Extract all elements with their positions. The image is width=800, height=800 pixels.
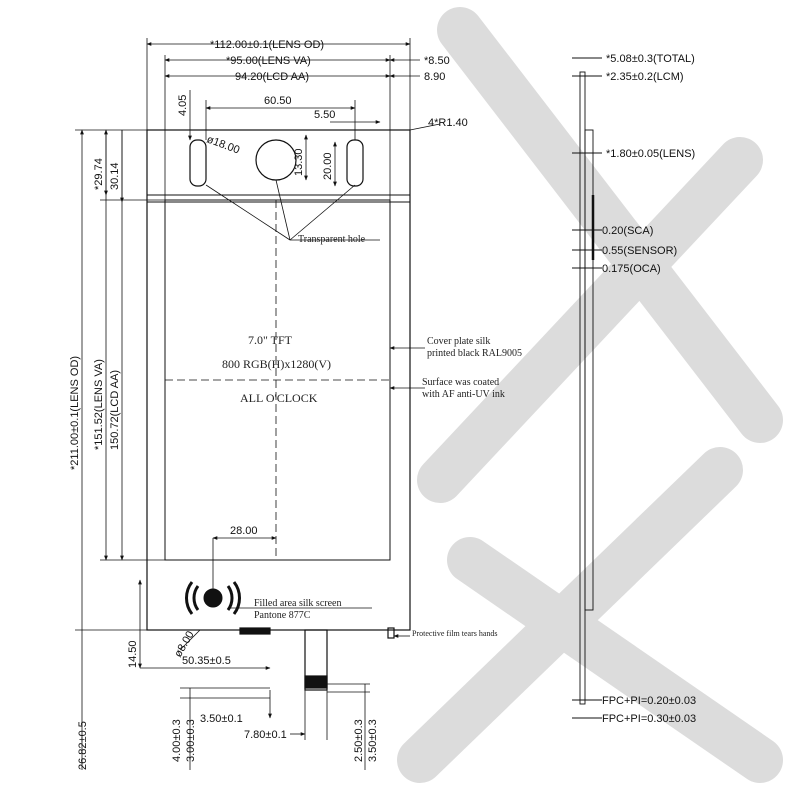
lens-outline bbox=[146, 129, 411, 631]
dim-250: 2.50±0.3 bbox=[353, 719, 365, 762]
fpc-tail bbox=[304, 629, 328, 691]
dim-lcd-aa: 94.20(LCD AA) bbox=[235, 71, 309, 83]
dim-lcd-aa-vertical: 150.72(LCD AA) bbox=[109, 370, 121, 450]
dim-350b: 3.50±0.3 bbox=[367, 719, 379, 762]
dim-405: 4.05 bbox=[177, 95, 189, 116]
front-view bbox=[146, 129, 411, 691]
note-leaders bbox=[230, 346, 425, 638]
dim-2800: 28.00 bbox=[230, 525, 258, 537]
side-lcm-thickness: *2.35±0.2(LCM) bbox=[606, 71, 684, 83]
fpc-connector bbox=[239, 627, 271, 635]
note-cover-line-1: Cover plate silk bbox=[427, 336, 490, 347]
side-sca: 0.20(SCA) bbox=[602, 225, 653, 237]
note-filled-line-2: Pantone 877C bbox=[254, 610, 311, 621]
note-protective-film: Protective film tears hands bbox=[412, 629, 498, 638]
watermark bbox=[397, 7, 783, 783]
dim-2682: 26.82±0.5 bbox=[77, 721, 89, 770]
dim-dia18: ø18.00 bbox=[205, 134, 241, 157]
dim-radius: 4*R1.40 bbox=[428, 117, 468, 129]
dim-850: *8.50 bbox=[424, 55, 450, 67]
note-transparent-hole: Transparent hole bbox=[298, 234, 366, 245]
viewing-direction: ALL O'CLOCK bbox=[240, 391, 318, 405]
dim-5035: 50.35±0.5 bbox=[182, 655, 231, 667]
dim-6050: 60.50 bbox=[264, 95, 292, 107]
panel-resolution: 800 RGB(H)x1280(V) bbox=[222, 357, 331, 371]
side-oca: 0.175(OCA) bbox=[602, 263, 661, 275]
dim-550: 5.50 bbox=[314, 109, 335, 121]
dim-1450: 14.50 bbox=[127, 640, 139, 668]
slot-left bbox=[189, 139, 207, 187]
side-lcm bbox=[584, 129, 594, 611]
side-sensor: 0.55(SENSOR) bbox=[602, 245, 677, 257]
side-view bbox=[572, 57, 602, 719]
dim-1330: 13.30 bbox=[293, 148, 305, 176]
note-surface-line-1: Surface was coated bbox=[422, 377, 499, 388]
panel-size: 7.0" TFT bbox=[248, 333, 293, 347]
protective-film-tab bbox=[387, 627, 395, 639]
dim-890: 8.90 bbox=[424, 71, 445, 83]
dim-lens-od: *112.00±0.1(LENS OD) bbox=[210, 39, 324, 51]
dim-lens-va-vertical: *151.52(LENS VA) bbox=[93, 359, 105, 450]
dim-400: 4.00±0.3 bbox=[171, 719, 183, 762]
dim-lens-od-vertical: *211.00±0.1(LENS OD) bbox=[69, 356, 81, 470]
dim-300: 3.00±0.3 bbox=[185, 719, 197, 762]
side-fpc-1: FPC+PI=0.20±0.03 bbox=[602, 695, 696, 707]
side-fpc-2: FPC+PI=0.30±0.03 bbox=[602, 713, 696, 725]
dim-2000: 20.00 bbox=[322, 152, 334, 180]
dim-lens-va: *95.00(LENS VA) bbox=[226, 55, 311, 67]
dim-350a: 3.50±0.1 bbox=[200, 713, 243, 725]
sensor-icon bbox=[185, 581, 241, 615]
side-total: *5.08±0.3(TOTAL) bbox=[606, 53, 695, 65]
dim-780: 7.80±0.1 bbox=[244, 729, 287, 741]
left-dimension-lines bbox=[75, 129, 271, 770]
dim-3014: 30.14 bbox=[109, 162, 121, 190]
note-filled-line-1: Filled area silk screen bbox=[254, 598, 341, 609]
note-cover-line-2: printed black RAL9005 bbox=[427, 348, 522, 359]
dim-2974: *29.74 bbox=[93, 158, 105, 190]
note-surface-line-2: with AF anti-UV ink bbox=[422, 389, 505, 400]
bottom-dimension-lines bbox=[179, 536, 370, 770]
side-lens-thickness: *1.80±0.05(LENS) bbox=[606, 148, 695, 160]
fpc-stiffener bbox=[304, 675, 328, 689]
top-dimension-lines bbox=[146, 38, 441, 200]
